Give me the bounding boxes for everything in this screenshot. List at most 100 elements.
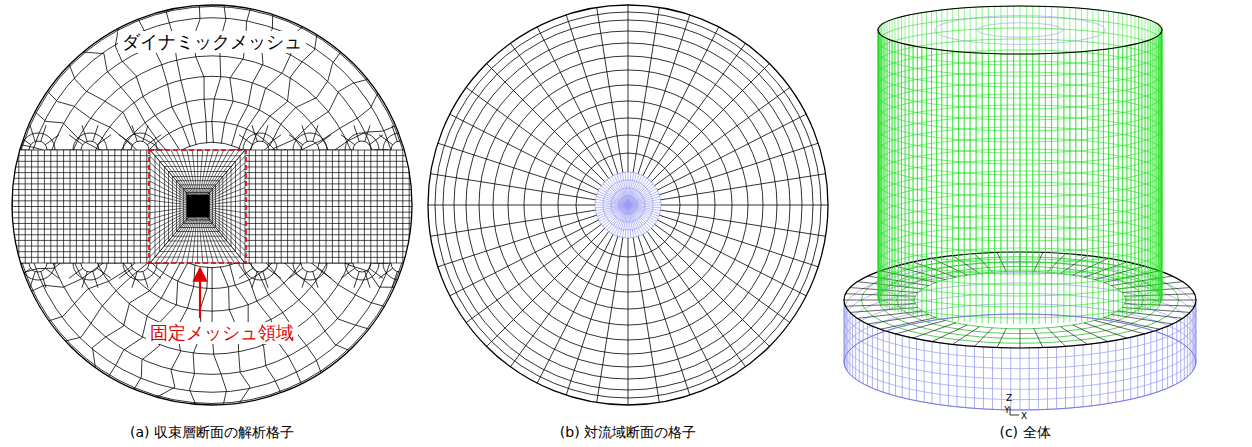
mesh-bump-spoke [252, 272, 257, 288]
band-line [268, 150, 269, 263]
panel-caption: (c) 全体 [999, 424, 1050, 440]
band-line [390, 150, 391, 263]
cylinder-ring [878, 105, 1162, 153]
outer-spoke [643, 234, 719, 383]
disk-top-spoke [1118, 311, 1183, 318]
disk-top-spoke [880, 318, 936, 330]
band-line [249, 150, 250, 263]
disk-top-spoke [1034, 252, 1043, 271]
mesh-bump-spoke [403, 272, 408, 288]
band-line [38, 150, 39, 263]
band-line [306, 150, 307, 263]
mesh-bump-spoke [409, 263, 426, 264]
cylinder-top-outline [878, 6, 1162, 54]
outer-spoke [537, 234, 613, 383]
outer-spoke [450, 114, 599, 190]
disk-top-spoke [974, 254, 992, 273]
band-line [245, 200, 430, 201]
mesh-bump-spoke [147, 135, 161, 145]
band-line [245, 240, 430, 241]
mesh-bump-spoke [143, 272, 148, 288]
cylinder-ring [878, 127, 1162, 175]
cylinder-ring [878, 72, 1162, 120]
mesh-spoke [266, 93, 378, 174]
cylinder-ring [878, 94, 1162, 142]
cylinder-line [1160, 27, 1161, 297]
mesh-bump-spoke [341, 268, 355, 278]
band-line [326, 150, 327, 263]
panel-caption: (a) 収束層断面の解析格子 [130, 424, 294, 440]
mesh-bump-spoke [119, 135, 133, 145]
band-line [245, 263, 430, 264]
cylinder-line [936, 11, 937, 281]
mesh-bump-spoke [379, 268, 393, 278]
band-line [44, 150, 45, 263]
mesh-bump-spoke [252, 125, 257, 141]
mesh-bump-spoke [317, 268, 331, 278]
band-line [422, 150, 423, 263]
band-line [245, 206, 430, 207]
outer-spoke [628, 238, 629, 405]
outer-spoke [655, 224, 790, 322]
outer-spoke [537, 27, 613, 176]
cylinder-ring [878, 28, 1162, 76]
fixed-region-box [149, 150, 246, 263]
mesh-bump-spoke [365, 272, 370, 288]
band-line [358, 150, 359, 263]
mesh-bump-spoke [82, 125, 87, 141]
mesh-bump-spoke [313, 272, 318, 288]
mesh-ring [43, 36, 382, 375]
dynamic-mesh [12, 5, 426, 404]
band-line [102, 150, 103, 263]
mesh-spoke [274, 201, 412, 209]
cylinder-ring [878, 171, 1162, 219]
band-line [245, 212, 430, 213]
band-line [415, 150, 416, 263]
band-line [319, 150, 320, 263]
mesh-bump-spoke [354, 125, 359, 141]
band-line [25, 150, 26, 263]
band-line [351, 150, 352, 263]
cylinder-ring [878, 193, 1162, 241]
cylinder-line [1103, 11, 1104, 281]
mesh-bump-spoke [379, 135, 393, 145]
outer-spoke [510, 232, 608, 367]
band-line [50, 150, 51, 263]
band-line [245, 229, 430, 230]
cylinder-line [1147, 20, 1148, 290]
mesh-spoke [17, 162, 152, 191]
cylinder-line [879, 27, 880, 297]
disk-top-spoke [1073, 325, 1108, 342]
inner-spoke [628, 202, 661, 205]
outer-ring [541, 118, 715, 292]
band-line [127, 150, 128, 263]
cylinder-line [884, 23, 885, 293]
band-line [70, 150, 71, 263]
band-line [245, 161, 430, 162]
inner-spoke [595, 205, 628, 208]
cylinder-line [901, 17, 902, 287]
mesh-spoke [245, 258, 321, 373]
cylinder-line [1026, 6, 1027, 276]
cylinder-line [1158, 25, 1159, 295]
mesh-spoke [32, 233, 157, 291]
cylinder-line [1108, 11, 1109, 281]
outer-ring [435, 12, 821, 398]
disk-top-spoke [1060, 327, 1087, 345]
disk-top-spoke [1020, 329, 1021, 348]
mesh-spoke [109, 259, 182, 376]
band-line [294, 150, 295, 263]
disk-top-spoke [880, 271, 936, 283]
band-line [245, 189, 430, 190]
disk-top-spoke [850, 307, 918, 312]
cylinder-ring [878, 138, 1162, 186]
mesh-bump-spoke [407, 135, 421, 145]
disk-top-spoke [1104, 271, 1160, 283]
mesh-bump-spoke [143, 125, 148, 141]
mesh-bump-spoke [30, 272, 35, 288]
disk-top-spoke [1034, 329, 1043, 348]
cylinder-line [964, 8, 965, 278]
outer-spoke [657, 220, 806, 296]
